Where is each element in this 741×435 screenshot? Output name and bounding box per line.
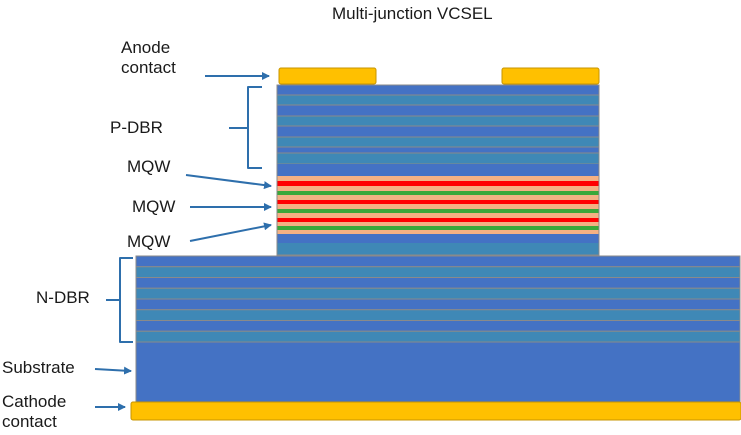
p-dbr-label: P-DBR	[110, 118, 163, 137]
n-dbr-layer	[135, 320, 741, 332]
substrate-label: Substrate	[2, 358, 75, 377]
mqw-layer	[277, 222, 599, 226]
mqw-layer	[277, 200, 599, 204]
mqw-label-2: MQW	[132, 197, 176, 216]
cathode-contact-label: Cathode contact	[2, 392, 67, 431]
substrate-block	[135, 341, 741, 403]
p-dbr-layer	[276, 115, 600, 127]
mqw-arrow-3	[189, 222, 272, 242]
anode-contact-right	[501, 67, 600, 85]
n-dbr-layer	[135, 277, 741, 289]
cathode-contact	[130, 401, 741, 421]
mqw-layer	[277, 213, 599, 218]
anode-contact-label: Anode contact	[121, 38, 176, 77]
anode-contact-left	[278, 67, 377, 85]
mqw-layer	[277, 226, 599, 230]
spacer-layer	[277, 243, 599, 255]
n-dbr-label: N-DBR	[36, 288, 90, 307]
spacer-layer	[277, 234, 599, 243]
substrate-arrow	[94, 366, 132, 375]
p-dbr-layer	[276, 125, 600, 138]
p-dbr-bracket	[229, 86, 262, 169]
mqw-layer	[277, 204, 599, 209]
spacer-layer	[277, 164, 599, 176]
p-dbr-layer	[276, 136, 600, 148]
p-dbr-layer	[276, 146, 600, 154]
mqw-label-3: MQW	[127, 232, 171, 251]
mqw-layer	[277, 191, 599, 195]
n-dbr-layer	[135, 330, 741, 343]
n-dbr-layer	[135, 266, 741, 278]
p-dbr-layer	[276, 94, 600, 106]
p-dbr-layer	[276, 84, 600, 96]
mqw-layer	[277, 230, 599, 234]
mqw-layer	[277, 176, 599, 181]
mesa-outline	[276, 84, 600, 256]
mqw-layer	[277, 181, 599, 186]
n-dbr-layer	[135, 309, 741, 321]
diagram-title: Multi-junction VCSEL	[332, 4, 493, 23]
mqw-layer	[277, 218, 599, 222]
n-dbr-bracket	[106, 257, 133, 343]
mqw-layer	[277, 209, 599, 213]
mqw-layer	[277, 186, 599, 191]
mqw-layer	[277, 195, 599, 200]
n-dbr-layer	[135, 298, 741, 311]
p-dbr-layer	[276, 104, 600, 117]
n-dbr-layer	[135, 287, 741, 300]
mqw-arrow-1	[185, 174, 272, 190]
mqw-label-1: MQW	[127, 157, 171, 176]
p-dbr-layer	[276, 152, 600, 165]
n-dbr-layer	[135, 255, 741, 268]
